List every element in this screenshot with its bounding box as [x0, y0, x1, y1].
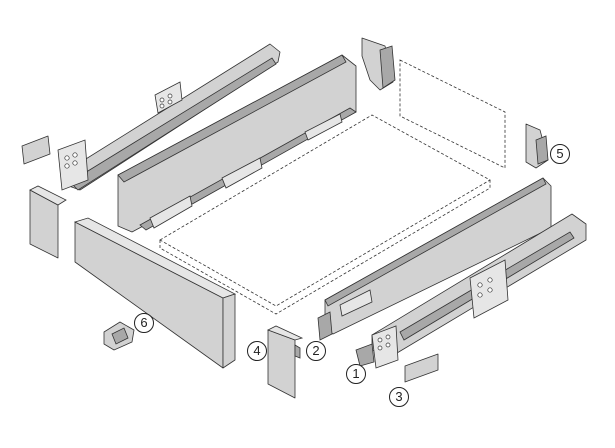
front-cap-4 [266, 325, 304, 399]
left-runner [57, 43, 281, 191]
left-side-panel [117, 54, 357, 233]
drawer-bottom-edge [159, 180, 491, 315]
front-panel [73, 217, 237, 369]
cover-plate-3 [404, 353, 439, 383]
callout-2: 2 [306, 341, 326, 361]
rear-connector-5 [525, 123, 549, 169]
right-runner [355, 213, 587, 369]
right-side-panel [317, 177, 552, 341]
drawer-back-outline [399, 59, 506, 169]
callout-6: 6 [134, 313, 154, 333]
callout-1: 1 [346, 364, 366, 384]
cover-plate [21, 135, 51, 165]
rear-bracket [361, 37, 396, 91]
callout-5: 5 [550, 144, 570, 164]
left-front-cap [29, 185, 67, 259]
callout-3: 3 [389, 387, 409, 407]
callout-4: 4 [247, 341, 267, 361]
clip-6 [103, 321, 135, 351]
